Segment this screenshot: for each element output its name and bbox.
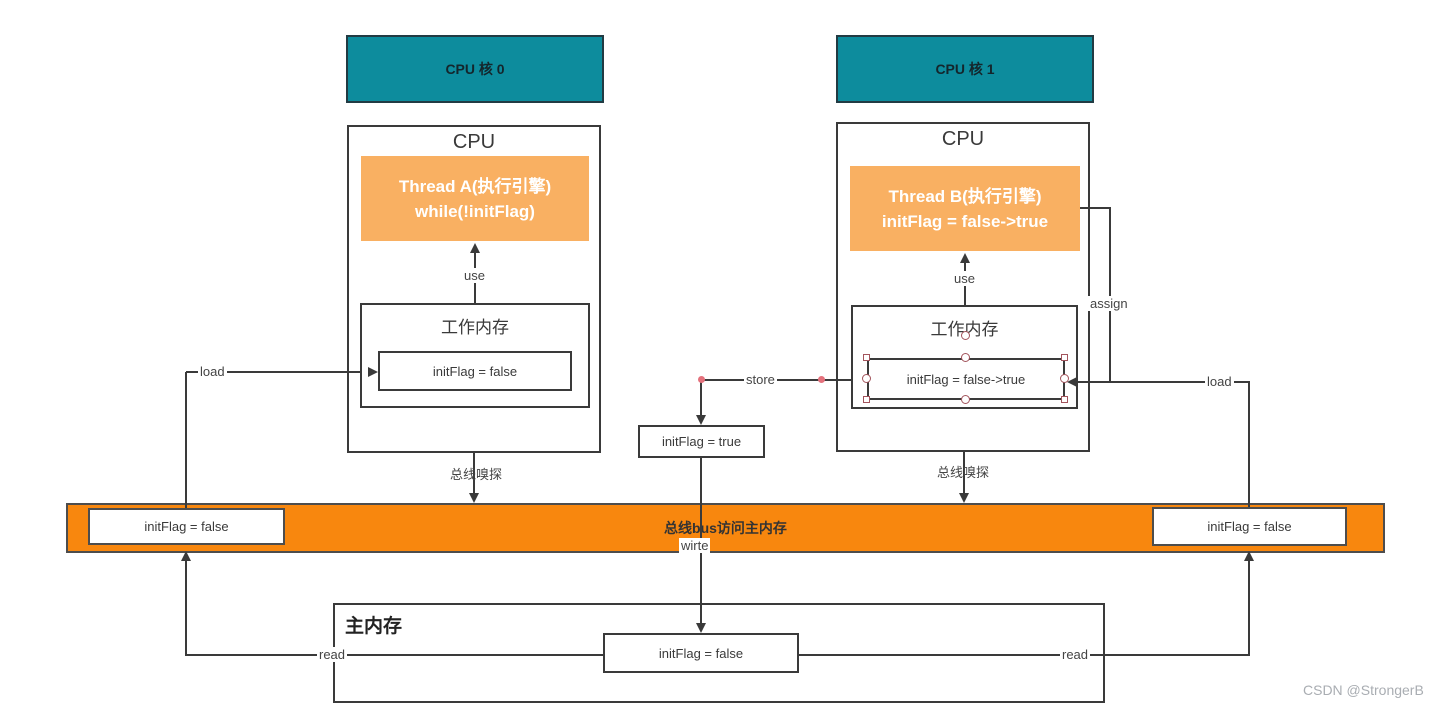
selection-handle-bottom-mid (961, 395, 970, 404)
load-left-line-vertical (185, 372, 187, 508)
use-label-left: use (462, 268, 487, 283)
bus-right-value-box: initFlag = false (1152, 507, 1347, 546)
working-memory-left-title: 工作内存 (441, 318, 509, 337)
selection-handle-top-mid (961, 353, 970, 362)
selection-rotate-handle (961, 331, 970, 340)
write-arrowhead (696, 623, 706, 633)
initflag-true-box: initFlag = true (638, 425, 765, 458)
selection-handle-right-mid (1060, 374, 1069, 383)
store-arrowhead (696, 415, 706, 425)
store-line-down (700, 380, 702, 415)
cpu-core-0-box: CPU 核 0 (346, 35, 604, 103)
read-left-label: read (317, 647, 348, 662)
bus-sniff-label-left: 总线嗅探 (450, 467, 503, 482)
load-right-arrowhead (1067, 377, 1077, 387)
working-memory-right-title: 工作内存 (930, 320, 999, 339)
store-line (702, 379, 867, 381)
store-label: store (744, 372, 777, 387)
assign-label: assign (1088, 296, 1130, 311)
selection-handle-bottom-left (863, 396, 870, 403)
use-arrowhead-right (960, 253, 970, 263)
initflag-left-cache-box: initFlag = false (378, 351, 572, 391)
selection-handle-top-right (1061, 354, 1068, 361)
selection-handle-top-left (863, 354, 870, 361)
bus-sniff-arrowhead-right (959, 493, 969, 503)
bus-left-value: initFlag = false (144, 519, 229, 534)
cpu-left-title: CPU (452, 131, 496, 153)
read-left-line-vertical (185, 560, 187, 656)
read-right-label: read (1060, 647, 1091, 662)
initflag-left-cache-value: initFlag = false (432, 363, 518, 379)
cpu-right-title: CPU (941, 128, 985, 150)
thread-b-box: Thread B(执行引擎) initFlag = false->true (850, 166, 1080, 251)
cpu-core-1-box: CPU 核 1 (836, 35, 1094, 103)
selection-handle-left-mid (862, 374, 871, 383)
load-right-line-vertical (1248, 382, 1250, 507)
thread-a-line2: while(!initFlag) (415, 201, 535, 221)
bus-sniff-arrowhead-left (469, 493, 479, 503)
use-arrowhead-left (470, 243, 480, 253)
thread-b-line2: initFlag = false->true (881, 211, 1049, 231)
assign-line-vertical (1109, 207, 1111, 382)
main-memory-title: 主内存 (345, 616, 403, 637)
load-left-label: load (198, 364, 227, 379)
bus-sniff-line-left (473, 453, 475, 493)
read-left-line-horizontal (186, 654, 603, 656)
thread-b-line1: Thread B(执行引擎) (888, 186, 1042, 206)
assign-line-top (1080, 207, 1111, 209)
cpu-core-0-label: CPU 核 0 (445, 61, 505, 77)
load-right-label: load (1205, 374, 1234, 389)
read-right-line-horizontal (799, 654, 1250, 656)
bus-right-value: initFlag = false (1207, 519, 1292, 534)
selection-handle-bottom-right (1061, 396, 1068, 403)
load-right-line-horizontal (1077, 381, 1250, 383)
initflag-true-value: initFlag = true (661, 434, 742, 449)
main-memory-value-box: initFlag = false (603, 633, 799, 673)
read-right-arrowhead (1244, 551, 1254, 561)
store-endpoint-dot-right (818, 376, 825, 383)
bus-left-value-box: initFlag = false (88, 508, 285, 545)
csdn-watermark: CSDN @StrongerB (1303, 682, 1424, 698)
thread-a-line1: Thread A(执行引擎) (398, 176, 552, 196)
read-left-arrowhead (181, 551, 191, 561)
cpu-core-1-label: CPU 核 1 (935, 61, 995, 77)
load-left-line-horizontal (186, 371, 368, 373)
read-right-line-vertical (1248, 560, 1250, 656)
write-label: wirte (679, 538, 711, 553)
use-label-right: use (952, 271, 977, 286)
bus-title: 总线bus访问主内存 (664, 520, 787, 536)
store-endpoint-dot-left (698, 376, 705, 383)
bus-sniff-line-right (963, 452, 965, 493)
main-memory-value: initFlag = false (658, 645, 744, 661)
bus-sniff-label-right: 总线嗅探 (937, 465, 990, 480)
initflag-right-cache-value: initFlag = false->true (906, 371, 1026, 387)
load-left-arrowhead (368, 367, 378, 377)
initflag-right-cache-box: initFlag = false->true (867, 358, 1065, 400)
thread-a-box: Thread A(执行引擎) while(!initFlag) (361, 156, 589, 241)
